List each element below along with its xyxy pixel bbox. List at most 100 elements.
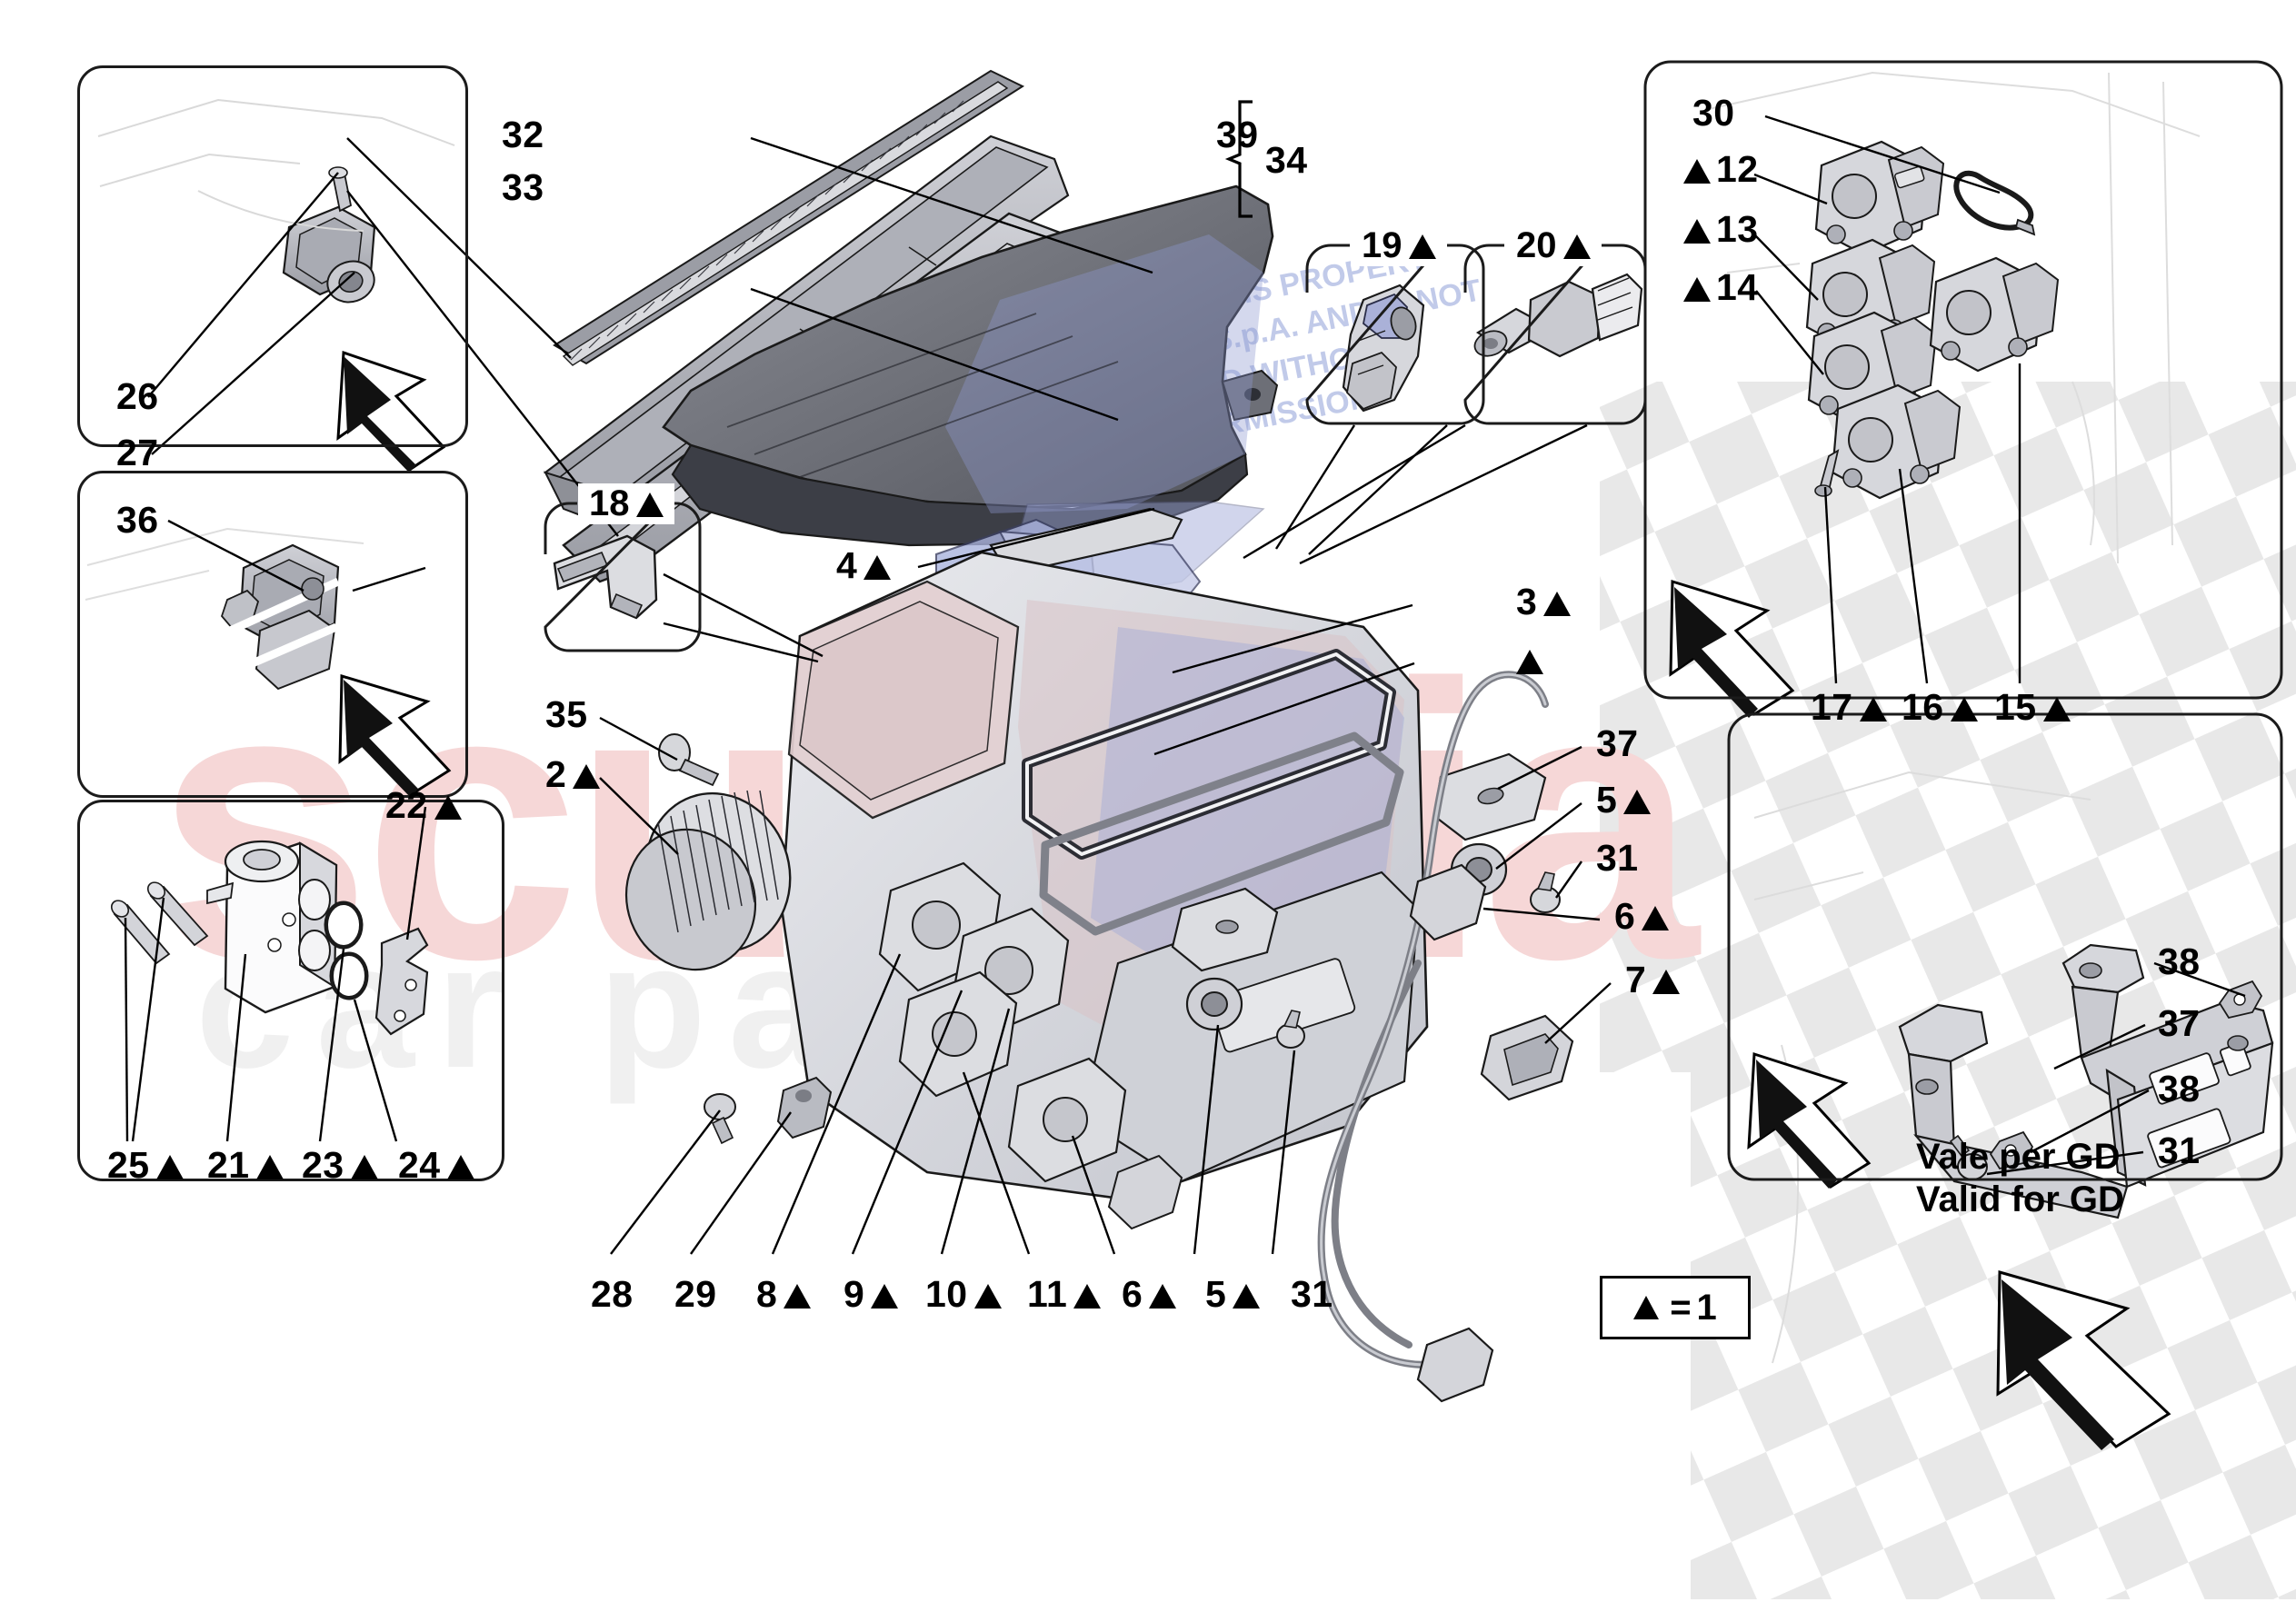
bracket-37 <box>1433 752 1547 841</box>
bolt-31-right <box>1530 871 1561 913</box>
callout-22: 22 <box>385 787 462 824</box>
label-text-21: 21 <box>207 1144 250 1186</box>
label-text-17: 17 <box>1811 686 1853 728</box>
connector-7 <box>1480 1014 1574 1101</box>
triangle-icon <box>1652 970 1681 994</box>
blower-wheel <box>624 790 792 971</box>
bracket-mid <box>1171 887 1279 972</box>
callout-39: 39 <box>1216 114 1259 155</box>
callout-33: 33 <box>502 166 544 208</box>
triangle-icon <box>350 1155 378 1179</box>
label-text-16: 16 <box>1902 686 1944 728</box>
copyright-stamp: THIS DRAWING IS PROPERTY OF FERRARI S.p.… <box>1006 236 1484 479</box>
label-text-11: 11 <box>1027 1273 1068 1315</box>
panel-label-19: 19 <box>1351 225 1447 266</box>
label-text-12: 12 <box>1716 148 1759 190</box>
panel-actuator-26-27 <box>77 65 468 447</box>
label-text-6b: 6 <box>1122 1273 1143 1315</box>
callout-7-right: 7 <box>1625 959 1681 1000</box>
triangle-icon <box>871 1284 899 1309</box>
label-text-5: 5 <box>1596 779 1618 821</box>
callout-24: 24 <box>398 1147 474 1184</box>
callout-37-right: 37 <box>1596 722 1639 764</box>
callout-31-right: 31 <box>1596 837 1639 879</box>
callout-17: 17 <box>1811 689 1887 726</box>
triangle-icon <box>784 1284 812 1309</box>
upper-cover-39 <box>662 184 1279 601</box>
triangle-icon <box>155 1155 184 1179</box>
connector-6 <box>1409 863 1487 941</box>
triangle-icon <box>1408 234 1436 259</box>
label-text-13: 13 <box>1716 208 1759 250</box>
callout-30: 30 <box>1692 92 1735 134</box>
gd-caption: Vale per GD Valid for GD <box>1916 1136 2124 1221</box>
seal-strip-33 <box>553 69 1025 366</box>
actuator-cluster <box>878 861 1127 1183</box>
label-text-24: 24 <box>398 1144 441 1186</box>
callout-26: 26 <box>116 375 159 417</box>
connector-bottom <box>1416 1327 1494 1403</box>
callout-27: 27 <box>116 432 159 473</box>
callout-11: 11 <box>1027 1273 1102 1315</box>
triangle-icon <box>1633 1296 1660 1319</box>
callout-21: 21 <box>207 1147 284 1184</box>
triangle-icon <box>1543 592 1572 616</box>
art-actuators-panel <box>1708 71 2201 564</box>
callout-10: 10 <box>925 1276 1002 1313</box>
label-text-4: 4 <box>836 544 858 586</box>
triangle-icon <box>1642 906 1670 930</box>
label-text-7: 7 <box>1625 959 1647 1000</box>
triangle-icon <box>446 1155 474 1179</box>
arrow-icon-panel-actuators <box>1669 579 1795 718</box>
art-connector-20 <box>1473 273 1643 358</box>
hvac-main-unit <box>624 507 1574 1403</box>
callout-32: 32 <box>502 114 544 155</box>
art-clip-18 <box>553 534 658 620</box>
wire-harness-highlight <box>1320 672 1547 1367</box>
triangle-icon <box>1683 219 1711 244</box>
label-text-9: 9 <box>844 1273 865 1315</box>
triangle-icon <box>1149 1284 1177 1309</box>
triangle-icon <box>1683 277 1711 302</box>
cover-frame-34 <box>562 212 1102 583</box>
triangle-icon <box>1233 1284 1261 1309</box>
callout-25: 25 <box>107 1147 184 1184</box>
callout-unnumbered-triangle <box>1516 642 1549 679</box>
callout-2: 2 <box>545 756 601 793</box>
triangle-icon <box>573 764 601 789</box>
clip-30 <box>1953 170 2036 236</box>
label-text-14: 14 <box>1716 266 1759 308</box>
legend-value: 1 <box>1696 1287 1717 1328</box>
seal-strip-32 <box>543 134 1070 538</box>
callout-14: 14 <box>1683 269 1759 306</box>
triangle-icon <box>1073 1284 1102 1309</box>
label-text-18: 18 <box>589 483 630 523</box>
triangle-icon <box>1516 650 1543 674</box>
gd-caption-en: Valid for GD <box>1916 1179 2124 1220</box>
oval-frame-3 <box>1022 649 1404 936</box>
callout-16: 16 <box>1902 689 1978 726</box>
wire-harness <box>1317 671 1549 1368</box>
bolt-31-lower <box>1276 1010 1305 1049</box>
legend-box: = 1 <box>1600 1276 1751 1339</box>
bracket-29 <box>776 1076 833 1139</box>
arrow-icon-main <box>1996 1270 2171 1450</box>
callout-36: 36 <box>116 499 159 541</box>
callout-4: 4 <box>836 544 892 586</box>
callout-23: 23 <box>302 1147 378 1184</box>
callout-5-bottom: 5 <box>1205 1276 1261 1313</box>
panel-module-36 <box>77 471 468 798</box>
callout-38-a: 38 <box>2158 940 2201 982</box>
callout-3: 3 <box>1516 583 1572 621</box>
grommet-5-right <box>1450 842 1508 897</box>
callout-9: 9 <box>844 1273 899 1315</box>
callout-29: 29 <box>674 1273 717 1315</box>
panel-label-18: 18 <box>578 483 674 524</box>
callout-31-bottom: 31 <box>1291 1273 1333 1315</box>
triangle-icon <box>1859 697 1887 721</box>
callout-8: 8 <box>756 1276 812 1313</box>
grommet-5-lower <box>1185 977 1243 1031</box>
screw-28 <box>704 1093 736 1145</box>
callout-13: 13 <box>1683 211 1759 248</box>
